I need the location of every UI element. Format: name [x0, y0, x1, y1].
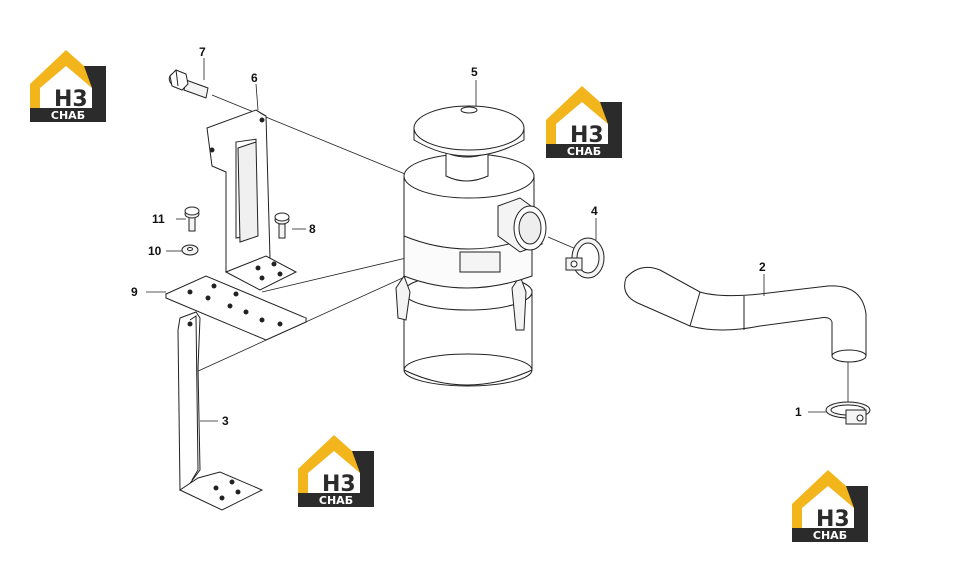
- callout-2: 2: [759, 260, 766, 274]
- part-6-upper-bracket: [206, 109, 298, 291]
- part-2-hose: [624, 266, 867, 363]
- callout-7: 7: [199, 45, 206, 59]
- svg-text:H3: H3: [570, 123, 604, 148]
- svg-text:СНАБ: СНАБ: [51, 109, 85, 122]
- part-3-lower-bracket: [177, 311, 264, 511]
- callout-9: 9: [131, 285, 138, 299]
- svg-text:СНАБ: СНАБ: [319, 494, 353, 507]
- part-5-air-filter: [395, 105, 547, 387]
- part-10-washer: [181, 244, 199, 256]
- part-9-plate: [164, 275, 308, 341]
- callout-10: 10: [148, 244, 162, 258]
- svg-text:H3: H3: [322, 472, 356, 497]
- watermark-logo-3: H3 СНАБ: [298, 435, 374, 507]
- callout-8: 8: [309, 222, 316, 236]
- part-7-bolt: [168, 69, 209, 99]
- svg-text:СНАБ: СНАБ: [567, 145, 601, 158]
- callout-11: 11: [152, 212, 165, 226]
- part-1-hose-clamp: [825, 401, 871, 425]
- svg-text:СНАБ: СНАБ: [813, 529, 847, 542]
- callout-3: 3: [222, 414, 229, 428]
- callout-6: 6: [251, 71, 258, 85]
- watermark-logo-2: H3 СНАБ: [546, 86, 622, 158]
- callout-leaders: [146, 58, 849, 422]
- watermark-logo-1: H3 СНАБ: [30, 50, 106, 122]
- watermark-logo-4: H3 СНАБ: [792, 470, 868, 542]
- part-8-bolt: [274, 212, 290, 239]
- part-4-hose-clamp: [565, 237, 605, 279]
- part-11-bolt: [184, 206, 200, 232]
- callout-1: 1: [795, 405, 802, 419]
- svg-text:H3: H3: [54, 87, 88, 112]
- callout-4: 4: [591, 204, 598, 218]
- callout-5: 5: [471, 65, 478, 79]
- svg-text:H3: H3: [816, 507, 850, 532]
